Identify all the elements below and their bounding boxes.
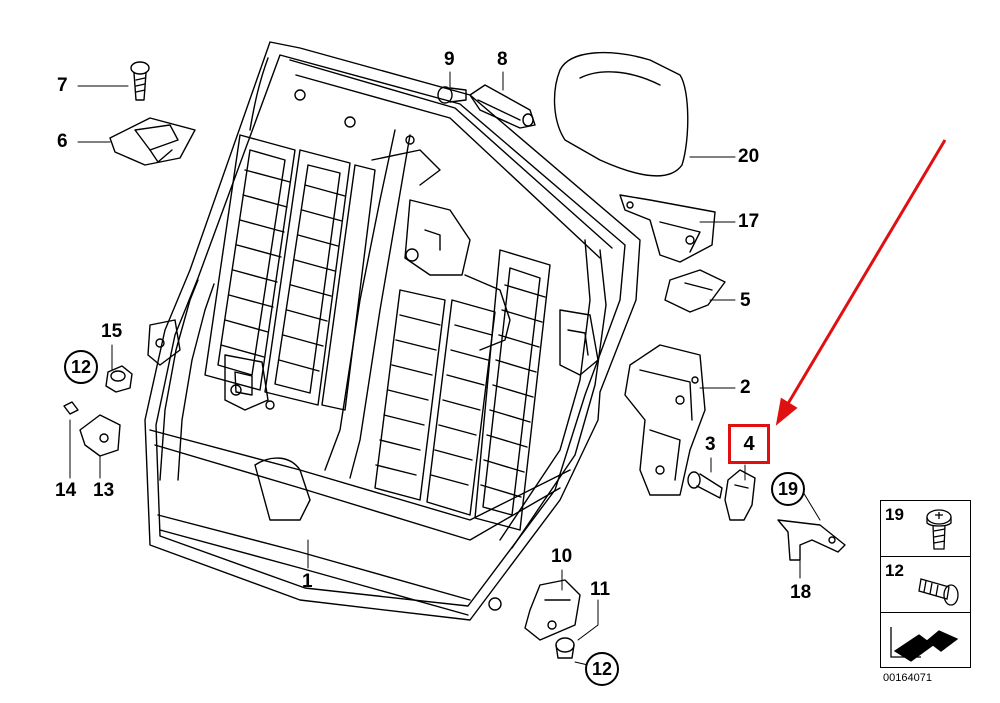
label-part-17: 17	[738, 211, 760, 232]
highlighted-label-part-4: 4	[728, 424, 770, 464]
fastener-legend: 19 12	[880, 500, 971, 668]
label-part-13: 13	[93, 480, 115, 501]
label-part-6: 6	[57, 131, 68, 152]
label-part-11: 11	[590, 579, 611, 600]
document-number: 00164071	[883, 672, 932, 684]
cover-part-4	[724, 469, 756, 521]
legend-row-12: 12	[881, 557, 970, 613]
label-part-14: 14	[55, 480, 77, 501]
cover-part-6	[109, 117, 196, 166]
label-part-9: 9	[444, 49, 455, 70]
backrest-frame-part-1	[144, 41, 641, 621]
label-part-10: 10	[551, 546, 573, 567]
screw-icon	[926, 509, 952, 550]
hinge-part-8	[469, 84, 536, 129]
label-part-5: 5	[740, 290, 751, 311]
screw-part-7	[130, 61, 150, 101]
latch-mechanism-part-2	[624, 344, 706, 496]
leader-lines	[69, 71, 821, 666]
legend-label-19: 19	[885, 505, 904, 524]
bolt-icon	[918, 578, 959, 606]
trim-part-5	[664, 269, 726, 313]
bolt-part-9	[437, 86, 467, 104]
label-part-7: 7	[57, 75, 68, 96]
label-part-8: 8	[497, 49, 508, 70]
circled-label-12-left: 12	[64, 350, 98, 384]
bolt-part-3	[687, 471, 723, 499]
label-part-18: 18	[790, 582, 812, 603]
lever-part-18	[777, 519, 846, 561]
label-part-2: 2	[740, 377, 751, 398]
bushing-part-11	[555, 637, 575, 659]
headrest-part-20	[553, 51, 689, 177]
label-part-1: 1	[302, 571, 313, 592]
legend-row-19: 19	[881, 501, 970, 557]
hinge-part-10	[524, 579, 581, 641]
legend-row-arrow	[881, 613, 970, 669]
clip-part-15	[105, 365, 133, 393]
bracket-part-17	[619, 194, 716, 263]
red-arrow-icon	[775, 139, 947, 426]
bracket-part-13	[79, 414, 121, 457]
circled-label-19: 19	[771, 472, 805, 506]
label-part-15: 15	[101, 321, 123, 342]
circled-label-12-bottom: 12	[585, 652, 619, 686]
direction-arrow-icon	[890, 627, 959, 662]
legend-label-12: 12	[885, 561, 904, 580]
label-part-3: 3	[705, 434, 716, 455]
pin-part-14	[63, 401, 79, 415]
label-part-20: 20	[738, 146, 760, 167]
